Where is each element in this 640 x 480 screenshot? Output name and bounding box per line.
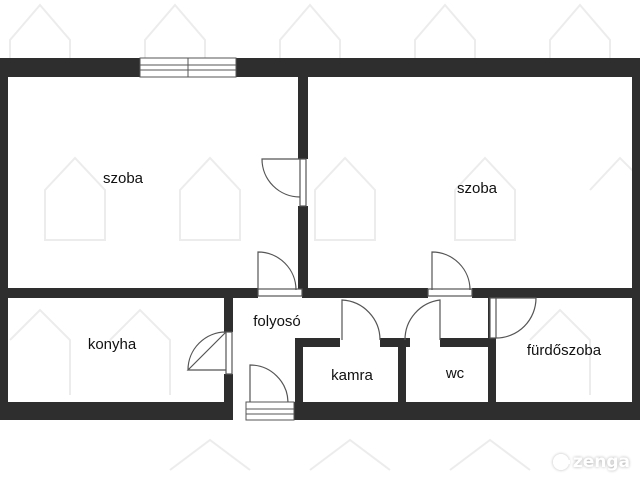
door-kamra [341, 299, 381, 341]
brand-watermark: zenga [552, 452, 630, 472]
windows [139, 57, 295, 421]
zenga-logo-icon [552, 454, 570, 470]
room-label-kamra: kamra [331, 367, 373, 384]
window-bottom [245, 401, 295, 421]
door-entrance [249, 364, 289, 403]
doors [186, 158, 537, 403]
watermark-pattern [9, 3, 640, 471]
door-konyha [186, 331, 233, 375]
door-furdoszoba [489, 297, 537, 339]
room-label-szoba-right: szoba [457, 180, 498, 197]
brand-name: zenga [572, 452, 630, 472]
door-szoba-left-bottom [257, 251, 303, 297]
room-label-wc: wc [445, 365, 465, 382]
door-szoba-left [261, 158, 307, 207]
room-label-konyha: konyha [88, 336, 137, 353]
room-label-szoba-left: szoba [103, 170, 144, 187]
walls [0, 58, 640, 420]
door-wc [404, 299, 441, 341]
room-label-furdoszoba: fürdőszoba [527, 342, 602, 359]
room-label-folyoso: folyosó [253, 313, 301, 330]
door-szoba-right-bottom [427, 251, 473, 297]
